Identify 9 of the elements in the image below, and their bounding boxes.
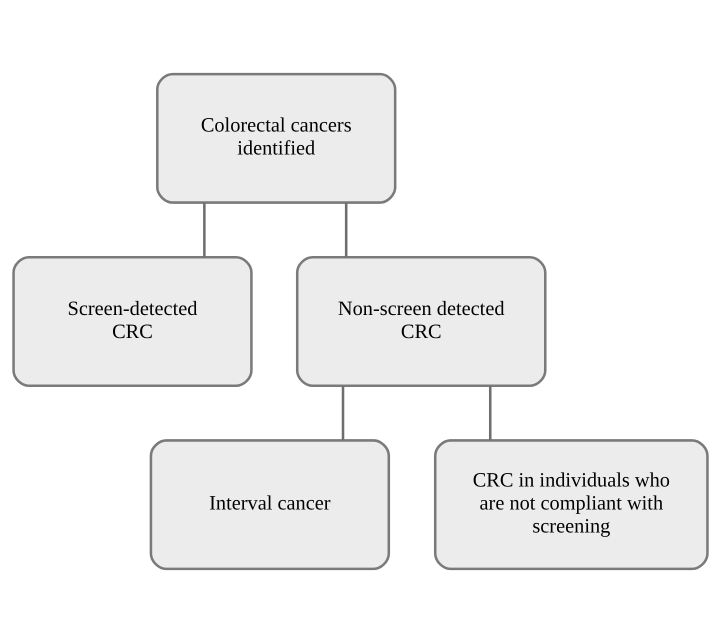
connector bbox=[203, 202, 206, 257]
node-box: Screen-detected CRC bbox=[12, 256, 253, 388]
connector bbox=[488, 386, 492, 440]
node-box: CRC in individuals who are not compliant with screening bbox=[434, 439, 709, 570]
connector bbox=[342, 386, 344, 440]
node-box: Interval cancer bbox=[150, 439, 390, 570]
connector bbox=[344, 202, 348, 257]
node-box: Colorectal cancers identified bbox=[156, 72, 396, 204]
node-box: Non-screen detected CRC bbox=[296, 256, 547, 388]
